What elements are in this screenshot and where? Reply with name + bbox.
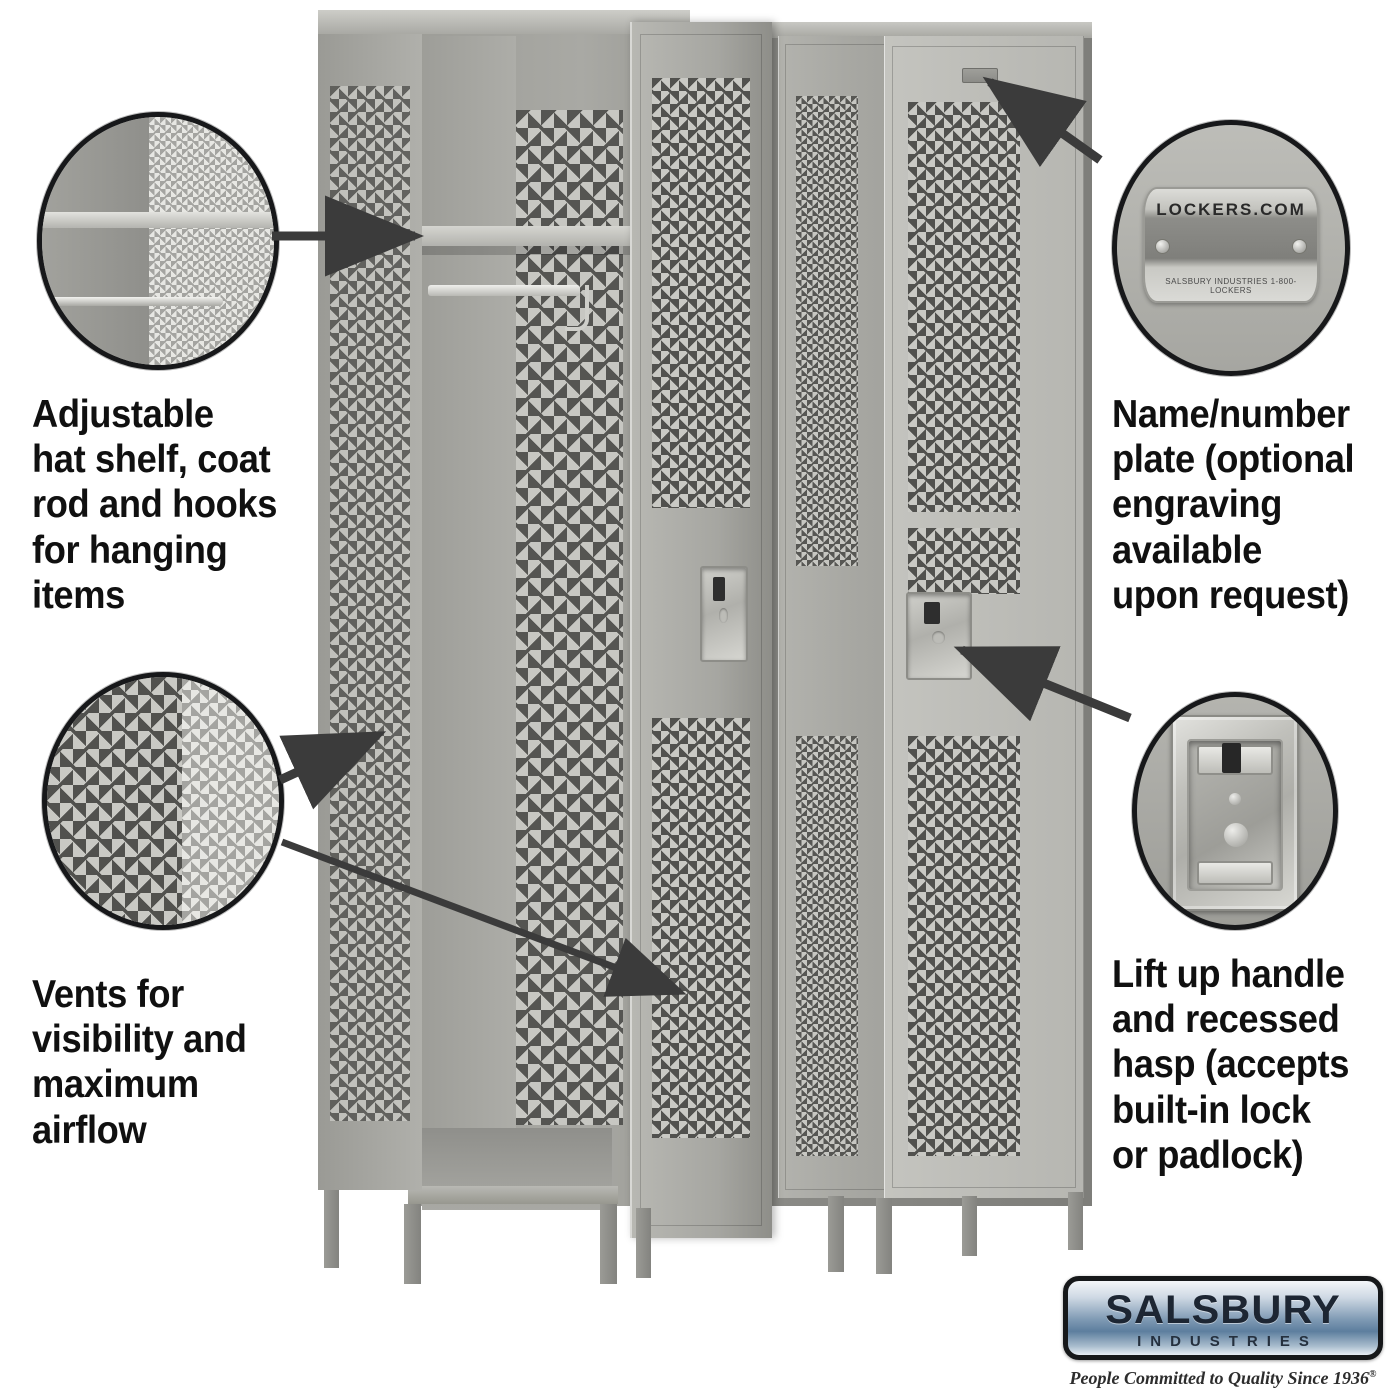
open-door-handle-knob xyxy=(718,608,729,624)
logo-subtitle: INDUSTRIES xyxy=(1137,1333,1318,1350)
interior-back-vent xyxy=(515,110,623,1125)
door-name-plate xyxy=(962,68,998,83)
coat-hook xyxy=(565,285,589,331)
plate-bottom-label: SALSBURY INDUSTRIES 1-800-LOCKERS xyxy=(1165,277,1297,295)
plate-rivet-right xyxy=(1292,239,1307,254)
callout-handle-hasp: Lift up handle and recessed hasp (accept… xyxy=(1112,953,1350,1177)
plate-detail-body: LOCKERS.COM SALSBURY INDUSTRIES 1-800-LO… xyxy=(1143,187,1319,303)
locker-door-3[interactable] xyxy=(884,36,1084,1198)
handle-lock-slot xyxy=(924,602,941,625)
door-2-vent-upper xyxy=(796,96,858,566)
plate-top-label: LOCKERS.COM xyxy=(1156,200,1306,219)
hasp-detail-recess xyxy=(1187,739,1283,891)
hasp-detail-plate xyxy=(1171,715,1299,911)
locker-floor-front-lip xyxy=(408,1186,618,1204)
callout-name-plate: Name/number plate (optional engraving av… xyxy=(1112,393,1355,617)
callout-hat-shelf: Adjustable hat shelf, coat rod and hooks… xyxy=(32,393,278,617)
logo-wordmark: SALSBURY xyxy=(1105,1288,1341,1332)
coat-rod xyxy=(428,285,580,296)
hat-shelf-shadow xyxy=(420,246,687,255)
plate-detail-circle: LOCKERS.COM SALSBURY INDUSTRIES 1-800-LO… xyxy=(1112,120,1350,376)
door-3-vent-upper xyxy=(908,102,1020,512)
leg-4 xyxy=(636,1208,651,1278)
vents-detail-mesh-light xyxy=(181,677,279,925)
shelf-detail-rod xyxy=(48,297,223,306)
leg-5 xyxy=(828,1196,844,1272)
open-door-vent-lower xyxy=(652,718,750,1138)
vents-detail-circle xyxy=(42,672,284,930)
adjustable-hat-shelf xyxy=(420,226,687,246)
leg-2 xyxy=(404,1204,421,1284)
leg-1 xyxy=(324,1190,339,1268)
leg-8 xyxy=(1068,1192,1083,1250)
logo-tagline-text: People Committed to Quality Since 1936 xyxy=(1069,1368,1369,1388)
locker-door-2[interactable] xyxy=(778,36,928,1198)
open-door-lock-slot xyxy=(713,577,725,602)
leg-6 xyxy=(876,1198,892,1274)
open-door-vent-upper xyxy=(652,78,750,508)
leg-7 xyxy=(962,1196,977,1256)
leg-3 xyxy=(600,1204,617,1284)
handle-knob xyxy=(931,630,946,645)
right-bank-top xyxy=(772,22,1092,38)
hasp-hole-small-top xyxy=(1229,793,1242,805)
hasp-bottom-lip xyxy=(1197,861,1273,885)
logo-tagline: People Committed to Quality Since 1936® xyxy=(1063,1368,1383,1389)
hasp-detail-circle xyxy=(1132,692,1338,930)
shelf-detail-mesh xyxy=(148,117,274,365)
locker-top-cap xyxy=(318,10,690,34)
open-door-handle[interactable] xyxy=(700,566,748,662)
left-side-vent xyxy=(330,86,410,1121)
door-3-vent-lower xyxy=(908,736,1020,1156)
door-3-handle[interactable] xyxy=(906,592,972,680)
door-3-vent-mid xyxy=(908,528,1020,594)
shelf-detail-wall xyxy=(42,117,149,365)
vents-detail-mesh-dark xyxy=(47,677,182,925)
hasp-lock-slot xyxy=(1222,743,1241,773)
plate-rivet-left xyxy=(1155,239,1170,254)
door-2-vent-lower xyxy=(796,736,858,1156)
shelf-detail-shelf xyxy=(42,212,274,228)
logo-registered-mark: ® xyxy=(1369,1369,1377,1380)
salsbury-logo: SALSBURY INDUSTRIES People Committed to … xyxy=(1063,1276,1383,1394)
callout-vents: Vents for visibility and maximum airflow xyxy=(32,973,247,1152)
interior-left-wall xyxy=(420,36,516,1156)
hasp-hole-large xyxy=(1223,823,1248,847)
logo-plate: SALSBURY INDUSTRIES xyxy=(1063,1276,1383,1360)
shelf-detail-circle xyxy=(37,112,279,370)
